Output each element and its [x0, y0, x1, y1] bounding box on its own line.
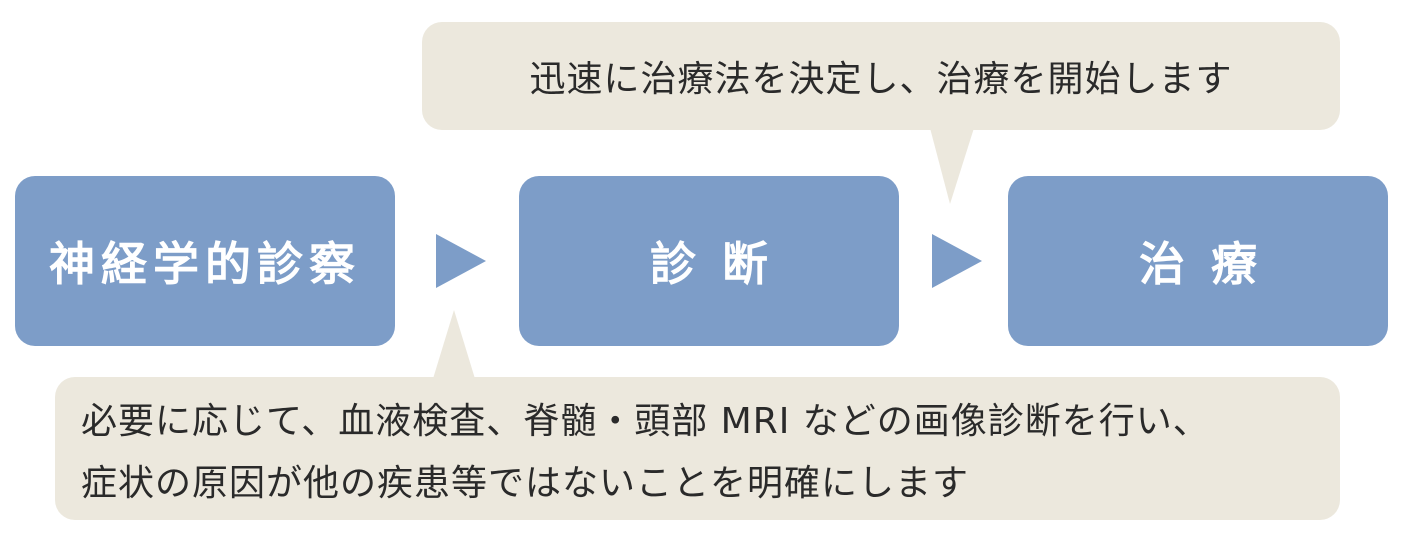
diagnosis-callout-line-2: 症状の原因が他の疾患等ではないことを明確にします — [81, 463, 970, 504]
step-treatment-label: 治療 — [1139, 237, 1283, 291]
step-treatment: 治療 — [1008, 176, 1388, 346]
treatment-callout-pointer — [930, 128, 974, 204]
step-neurological-exam-label: 神経学的診察 — [49, 237, 361, 291]
step-neurological-exam: 神経学的診察 — [15, 176, 395, 346]
diagnosis-callout-line-1: 必要に応じて、血液検査、脊髄・頭部 MRI などの画像診断を行い、 — [81, 401, 1210, 442]
arrow-right-icon — [436, 234, 486, 288]
treatment-callout-text: 迅速に治療法を決定し、治療を開始します — [529, 59, 1233, 100]
diagnosis-callout-pointer — [432, 310, 476, 382]
arrow-right-icon — [932, 234, 982, 288]
diagnosis-callout: 必要に応じて、血液検査、脊髄・頭部 MRI などの画像診断を行い、 症状の原因が… — [55, 377, 1340, 520]
treatment-callout: 迅速に治療法を決定し、治療を開始します — [422, 22, 1340, 130]
step-diagnosis: 診断 — [519, 176, 899, 346]
step-diagnosis-label: 診断 — [650, 237, 794, 291]
